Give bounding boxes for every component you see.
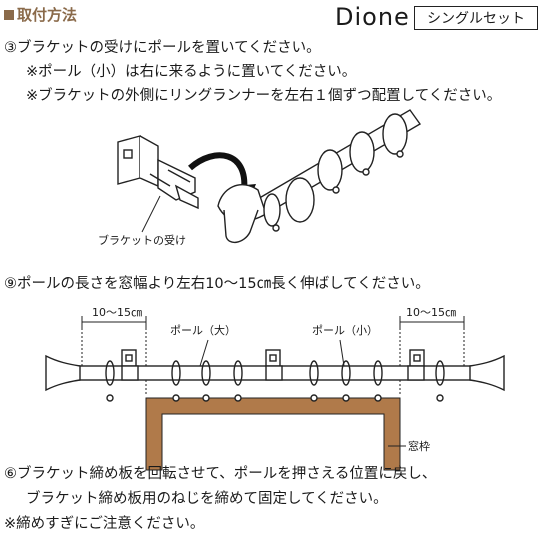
- brand-name: Dione: [335, 3, 410, 31]
- bracket-receiver-label: ブラケットの受け: [98, 233, 186, 247]
- pole-large-label: ポール（大）: [170, 323, 236, 337]
- section-title-text: 取付方法: [17, 6, 78, 24]
- curtain-pole-icon: [45, 349, 505, 402]
- square-bullet-icon: [4, 9, 14, 20]
- pole-small-label: ポール（小）: [312, 324, 378, 337]
- step9-instruction: ⑨ポールの長さを窓幅より左右10〜15㎝長く伸ばしてください。: [4, 276, 430, 292]
- dimension-right: [399, 316, 465, 396]
- window-frame: [145, 397, 401, 471]
- step3-note-small-pole: ※ポール（小）は右に来るように置いてください。: [26, 64, 357, 80]
- set-type-badge: シングルセット: [414, 6, 538, 30]
- window-frame-label: 窓枠: [408, 439, 430, 453]
- step3-note-ring-runner: ※ブラケットの外側にリングランナーを左右１個ずつ配置してください。: [26, 88, 502, 104]
- bracket-icon: [117, 135, 199, 210]
- dim-left-label: 10〜15㎝: [92, 306, 142, 319]
- step6-caution-note: ※締めすぎにご注意ください。: [4, 516, 205, 532]
- dim-right-label: 10〜15㎝: [406, 306, 456, 319]
- step3-instruction: ③ブラケットの受けにポールを置いてください。: [4, 40, 321, 56]
- section-title: 取付方法: [4, 4, 77, 25]
- pole-with-rings-icon: [217, 109, 422, 243]
- step6-instruction-cont: ブラケット締め板用のねじを締めて固定してください。: [26, 491, 388, 507]
- step6-instruction: ⑥ブラケット締め板を回転させて、ポールを押さえる位置に戻し、: [4, 466, 437, 482]
- dimension-left: [81, 316, 147, 396]
